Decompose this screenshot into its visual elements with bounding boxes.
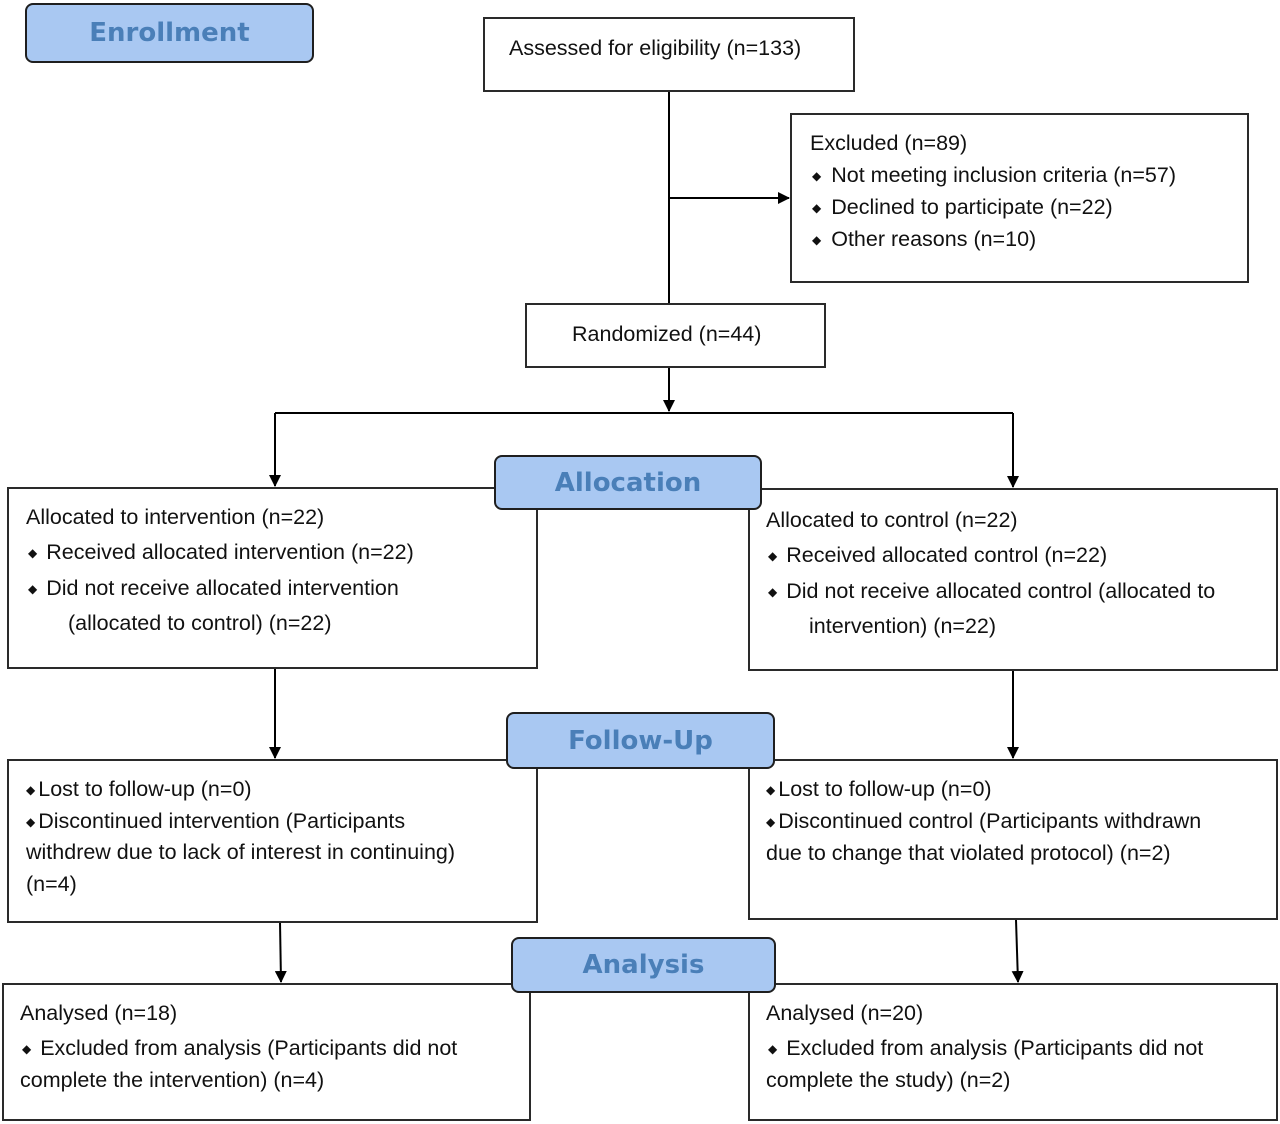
analysis-control-title: Analysed (n=20) — [766, 1001, 924, 1025]
alloc-intervention-title: Allocated to intervention (n=22) — [26, 505, 325, 529]
analysis-control-box — [748, 983, 1278, 1121]
diamond-bullet-icon: ◆ — [26, 783, 36, 797]
diamond-bullet-icon: ◆ — [812, 169, 822, 183]
randomized-box — [525, 303, 826, 368]
diamond-bullet-icon: ◆ — [28, 546, 38, 560]
alloc-intervention-item-cont: (allocated to control) (n=22) — [68, 611, 332, 635]
followup-control-box — [748, 759, 1278, 920]
followup-intervention-item-cont: (n=4) — [26, 872, 77, 896]
analysis-control-item: ◆ Excluded from analysis (Participants d… — [768, 1036, 1204, 1060]
analysis-intervention-item-cont: complete the intervention) (n=4) — [20, 1068, 325, 1092]
diamond-bullet-icon: ◆ — [26, 815, 36, 829]
alloc-control-box — [748, 488, 1278, 671]
alloc-intervention-item: ◆ Did not receive allocated intervention — [28, 576, 399, 600]
analysis-intervention-title: Analysed (n=18) — [20, 1001, 178, 1025]
followup-control-item: ◆Discontinued control (Participants with… — [766, 809, 1202, 833]
followup-intervention-box — [7, 759, 538, 923]
alloc-control-item-cont: intervention) (n=22) — [809, 614, 997, 638]
stage-enrollment: Enrollment — [25, 3, 314, 63]
diamond-bullet-icon: ◆ — [812, 201, 822, 215]
alloc-control-title: Allocated to control (n=22) — [766, 508, 1018, 532]
diamond-bullet-icon: ◆ — [812, 233, 822, 247]
analysis-intervention-box — [2, 983, 531, 1121]
analysis-intervention-item: ◆ Excluded from analysis (Participants d… — [22, 1036, 458, 1060]
followup-intervention-item: ◆Lost to follow-up (n=0) — [26, 777, 252, 801]
arrow-to-analysis-intervention — [274, 921, 287, 983]
diamond-bullet-icon: ◆ — [766, 815, 776, 829]
stage-followup: Follow-Up — [506, 712, 775, 769]
diamond-bullet-icon: ◆ — [768, 585, 778, 599]
arrow-to-analysis-control — [1011, 919, 1024, 983]
alloc-control-item: ◆ Received allocated control (n=22) — [768, 543, 1108, 567]
followup-intervention-item: ◆Discontinued intervention (Participants — [26, 809, 406, 833]
diamond-bullet-icon: ◆ — [768, 1042, 778, 1056]
excluded-box — [790, 113, 1249, 283]
followup-control-item: ◆Lost to follow-up (n=0) — [766, 777, 992, 801]
excluded-item: ◆Other reasons (n=10) — [812, 227, 1037, 251]
randomized-text: Randomized (n=44) — [572, 322, 762, 346]
alloc-intervention-box — [7, 487, 538, 669]
diamond-bullet-icon: ◆ — [28, 582, 38, 596]
diamond-bullet-icon: ◆ — [768, 549, 778, 563]
diamond-bullet-icon: ◆ — [22, 1042, 32, 1056]
excluded-item: ◆Not meeting inclusion criteria (n=57) — [812, 163, 1176, 187]
diamond-bullet-icon: ◆ — [766, 783, 776, 797]
stage-analysis: Analysis — [511, 937, 776, 993]
followup-intervention-item-cont: withdrew due to lack of interest in cont… — [26, 840, 456, 864]
analysis-control-item-cont: complete the study) (n=2) — [766, 1068, 1011, 1092]
assessed-box — [483, 17, 855, 92]
excluded-item: ◆Declined to participate (n=22) — [812, 195, 1113, 219]
excluded-title: Excluded (n=89) — [810, 131, 968, 155]
alloc-intervention-item: ◆ Received allocated intervention (n=22) — [28, 540, 414, 564]
followup-control-item-cont: due to change that violated protocol) (n… — [766, 841, 1171, 865]
alloc-control-item: ◆ Did not receive allocated control (all… — [768, 579, 1216, 603]
assessed-text: Assessed for eligibility (n=133) — [509, 36, 802, 60]
stage-allocation: Allocation — [494, 455, 762, 510]
